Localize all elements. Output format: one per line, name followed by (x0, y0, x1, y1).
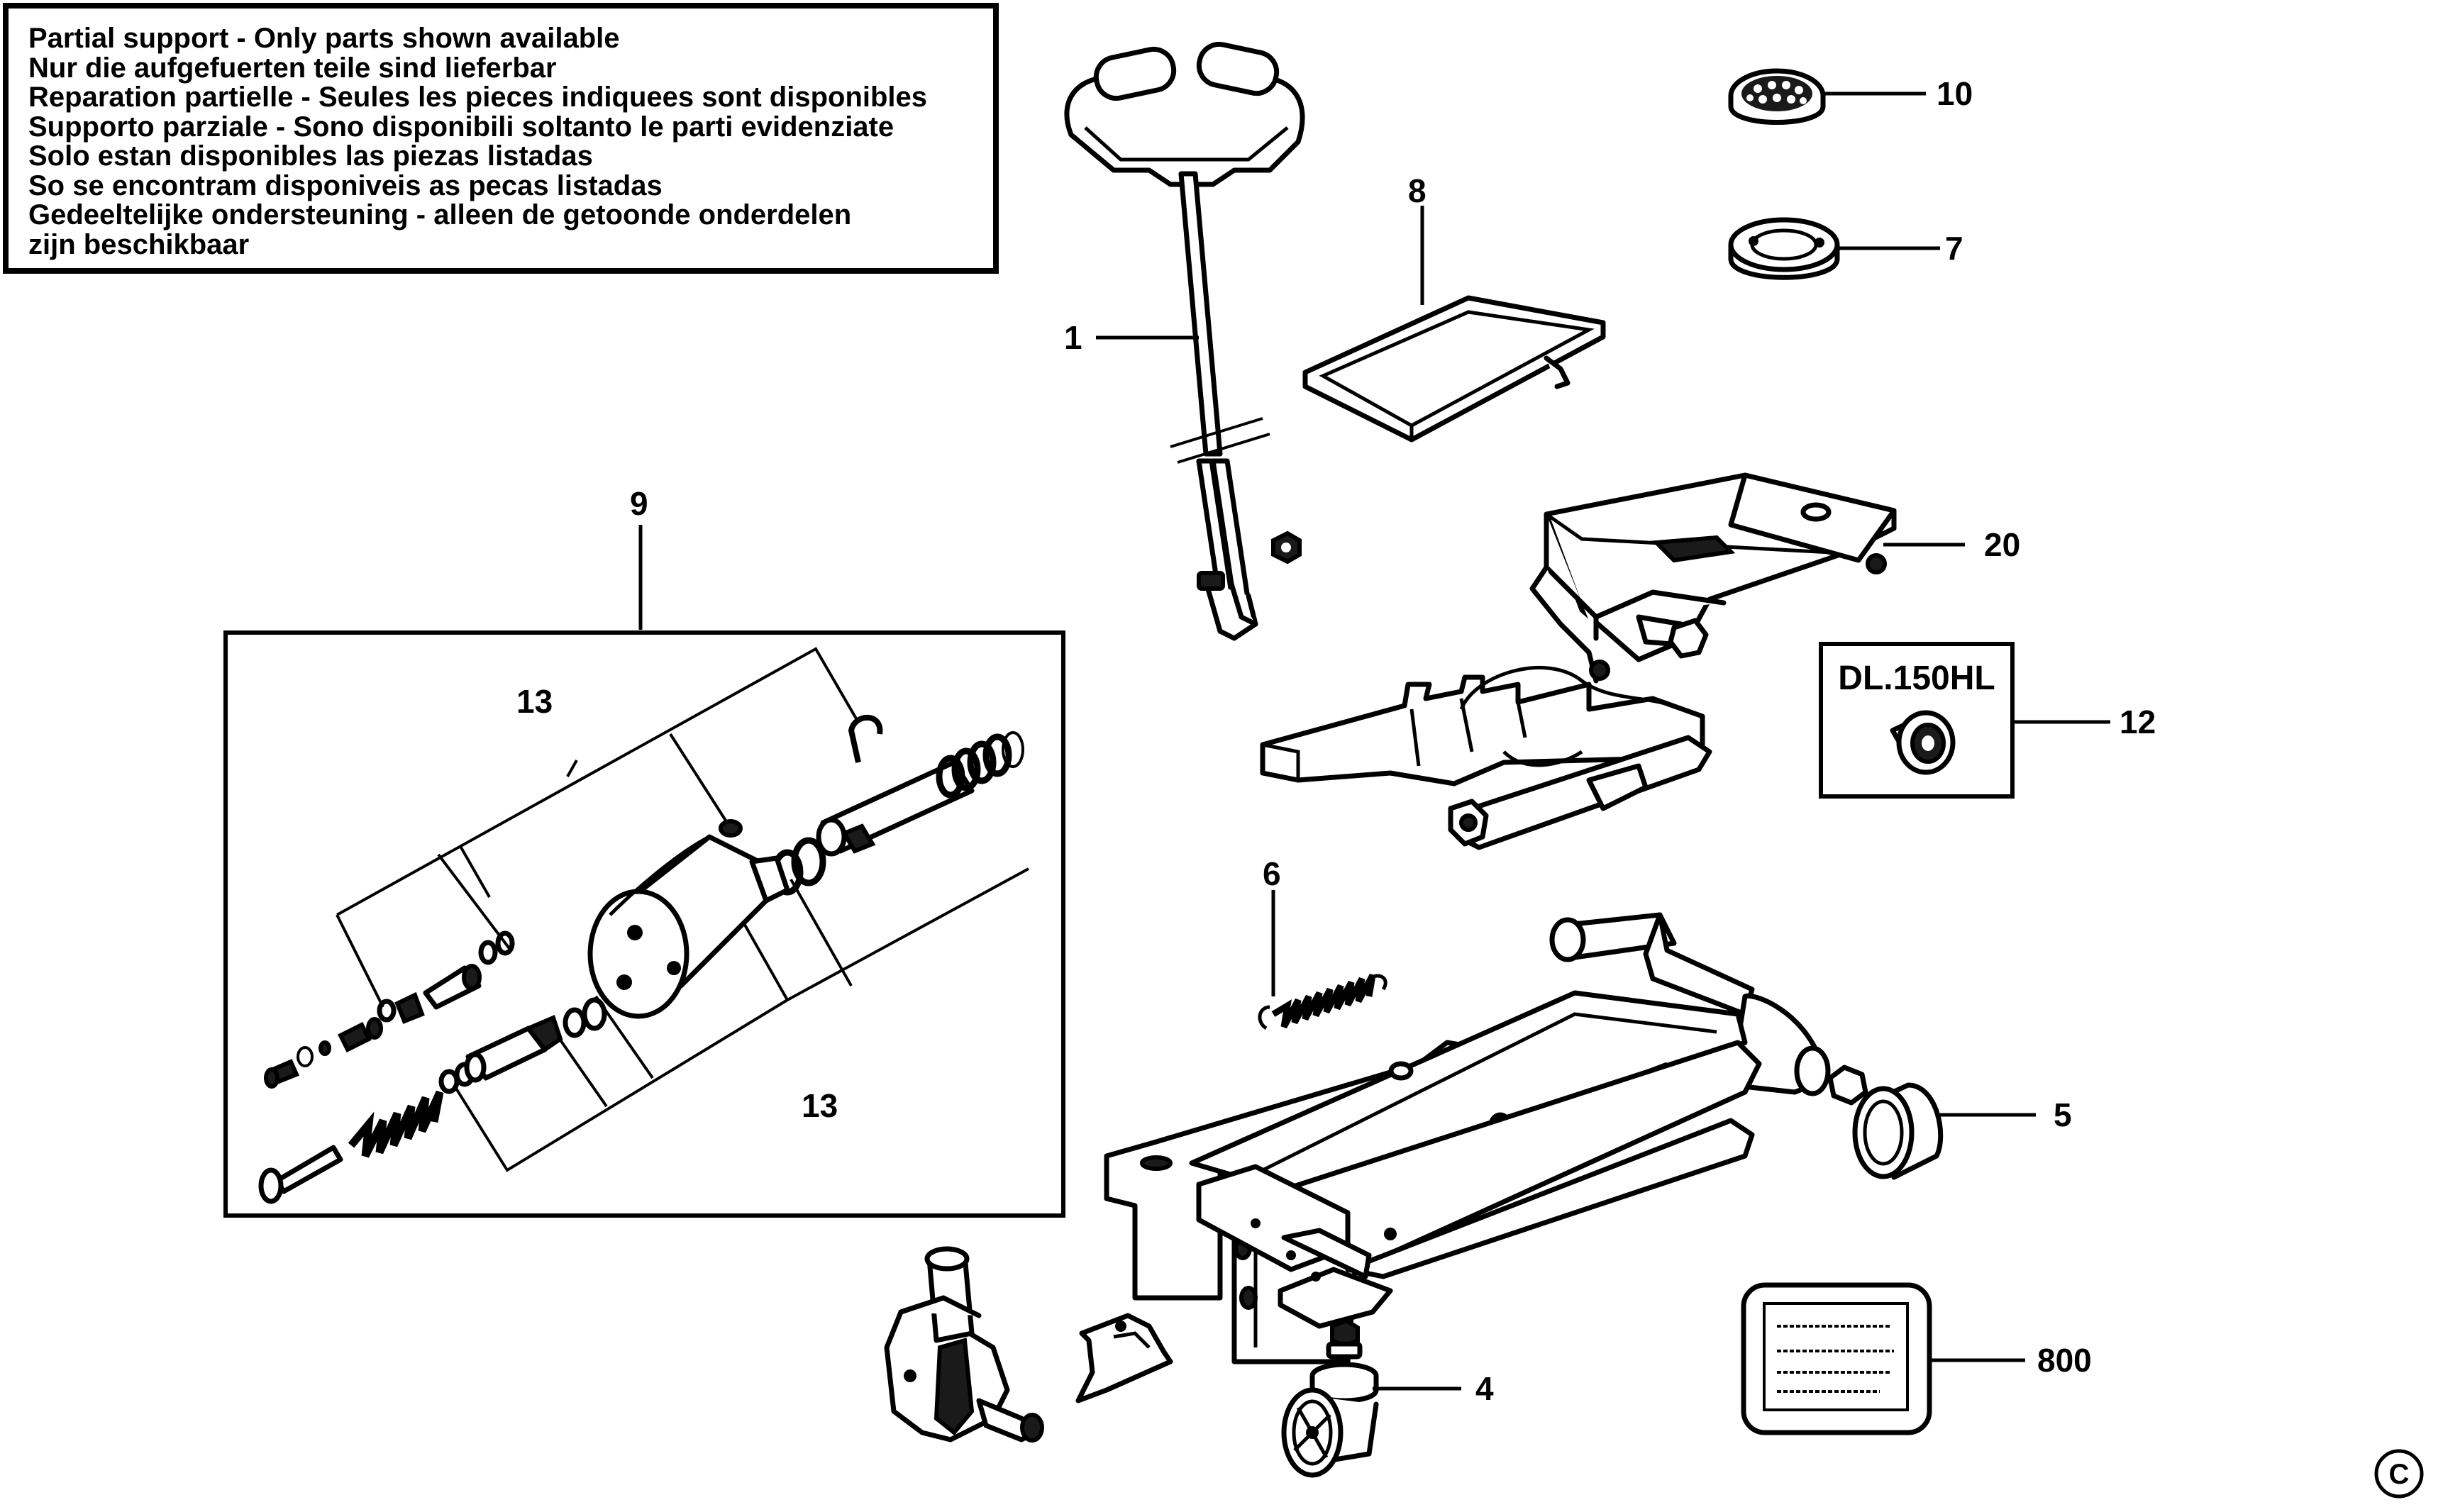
bracket-part (1075, 1313, 1173, 1403)
caster-wheel-part (1281, 1318, 1379, 1478)
model-box: DL.150HL (1819, 642, 2015, 799)
bearing-icon (1890, 710, 1956, 775)
callout-8: 8 (1408, 172, 1427, 209)
notice-line-it: Supporto parziale - Sono disponibili sol… (28, 111, 894, 143)
lift-arm-part (1529, 472, 1897, 684)
saddle-cap-part (1728, 217, 1840, 280)
callout-13-bottom: 13 (802, 1087, 838, 1124)
callout-7: 7 (1945, 230, 1963, 267)
callout-1: 1 (1064, 319, 1082, 356)
model-label: DL.150HL (1838, 660, 1995, 697)
notice-line-fr: Reparation partielle - Seules les pieces… (28, 82, 928, 113)
wheel-part (1852, 1082, 1944, 1180)
valve-kit-frame (223, 630, 1065, 1218)
label-card-part (1741, 1282, 1932, 1435)
callout-9: 9 (630, 485, 648, 522)
notice-line-nl: Gedeeltelijke ondersteuning - alleen de … (28, 199, 852, 230)
callout-800: 800 (2037, 1342, 2092, 1379)
callout-10: 10 (1937, 75, 1973, 112)
linkage-part (1260, 665, 1712, 850)
main-frame-part (1104, 912, 1868, 1364)
callout-20: 20 (1984, 526, 2020, 563)
callout-5: 5 (2054, 1096, 2072, 1133)
tray-part (1302, 295, 1606, 443)
notice-line-de: Nur die aufgefuerten teile sind lieferba… (28, 52, 557, 84)
spring-part (1258, 973, 1387, 1030)
callout-12: 12 (2120, 704, 2156, 740)
notice-line-en: Partial support - Only parts shown avail… (28, 23, 620, 54)
copyright-icon: C (2374, 1449, 2424, 1499)
callout-6: 6 (1263, 855, 1281, 892)
copyright-symbol: C (2372, 1447, 2426, 1501)
handle-part (1064, 41, 1305, 641)
notice-line-pt: So se encontram disponiveis as pecas lis… (28, 169, 663, 201)
partial-support-notice: Partial support - Only parts shown avail… (3, 3, 999, 274)
callout-13-top: 13 (516, 683, 553, 720)
copyright-letter: C (2389, 1459, 2410, 1490)
notice-line-es: Solo estan disponibles las piezas listad… (28, 140, 593, 172)
notice-line-nl-2: zijn beschikbaar (28, 228, 250, 260)
callout-4: 4 (1475, 1370, 1494, 1407)
pump-body-part (884, 1246, 1044, 1442)
valve-kit-parts (258, 647, 1029, 1204)
saddle-pad-part (1728, 68, 1826, 125)
